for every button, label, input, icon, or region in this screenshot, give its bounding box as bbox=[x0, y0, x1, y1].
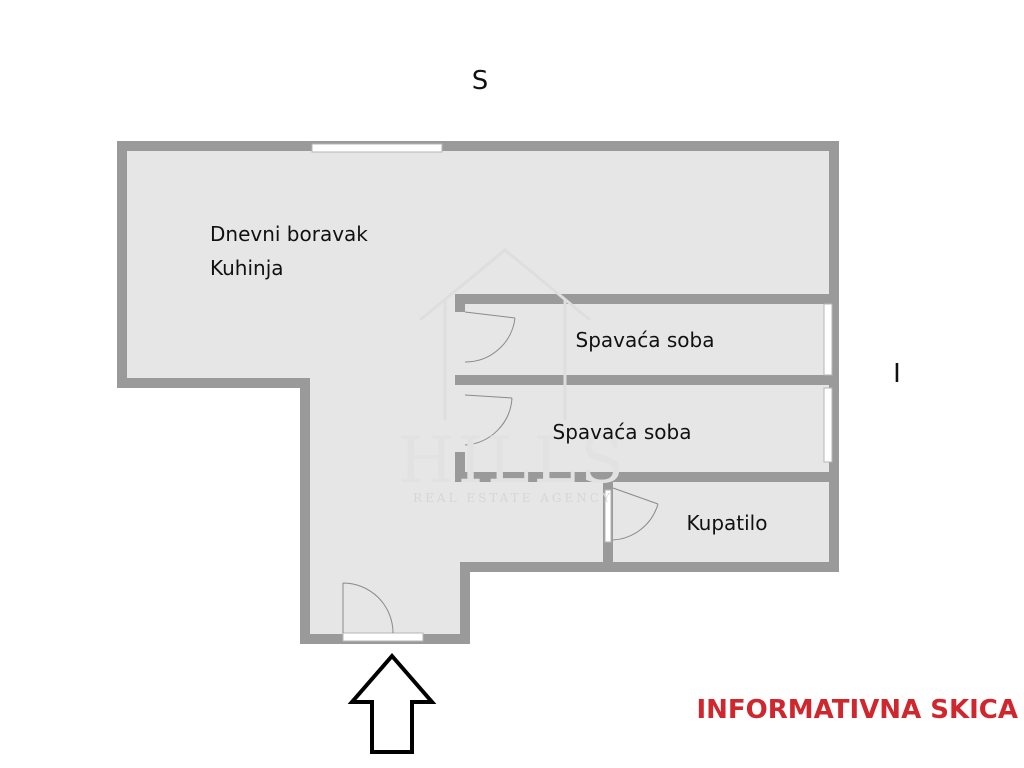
wall-bedrooms-left-lower bbox=[455, 452, 465, 482]
outer-wall bbox=[117, 141, 839, 644]
informative-sketch-note: INFORMATIVNA SKICA bbox=[696, 695, 1018, 725]
wall-bedroom2-bottom bbox=[455, 472, 834, 482]
arrow-up-outline-icon bbox=[347, 652, 437, 754]
bathroom-door-leaf bbox=[604, 489, 612, 543]
window-bedroom-2 bbox=[823, 387, 833, 463]
watermark-house-icon bbox=[419, 248, 591, 420]
doors bbox=[342, 311, 659, 634]
window-bedroom-1 bbox=[823, 303, 833, 376]
watermark-tagline: REAL ESTATE AGENCY bbox=[413, 491, 613, 505]
room-label-bedroom-1: Spavaća soba bbox=[576, 328, 715, 352]
bedroom1-door-swing bbox=[464, 311, 516, 363]
entrance-opening bbox=[342, 632, 424, 642]
room-label-bathroom: Kupatilo bbox=[687, 511, 768, 535]
window-top bbox=[311, 143, 443, 153]
room-label-kitchen: Kuhinja bbox=[210, 256, 284, 280]
wall-bedrooms-divider bbox=[455, 375, 834, 385]
room-label-bedroom-2: Spavaća soba bbox=[553, 420, 692, 444]
entrance-door-swing bbox=[342, 582, 394, 634]
room-label-living: Dnevni boravak bbox=[210, 222, 368, 246]
bedroom2-door-swing bbox=[464, 394, 513, 446]
compass-north-label: S bbox=[472, 66, 489, 96]
bathroom-door-swing bbox=[612, 487, 659, 541]
windows bbox=[311, 143, 833, 642]
wall-bedrooms-left-upper bbox=[455, 294, 465, 312]
wall-bedroom1-top bbox=[455, 294, 834, 304]
watermark-brand: HILLS bbox=[398, 424, 628, 498]
compass-east-label: I bbox=[893, 359, 901, 389]
watermark: HILLS REAL ESTATE AGENCY bbox=[398, 248, 628, 505]
